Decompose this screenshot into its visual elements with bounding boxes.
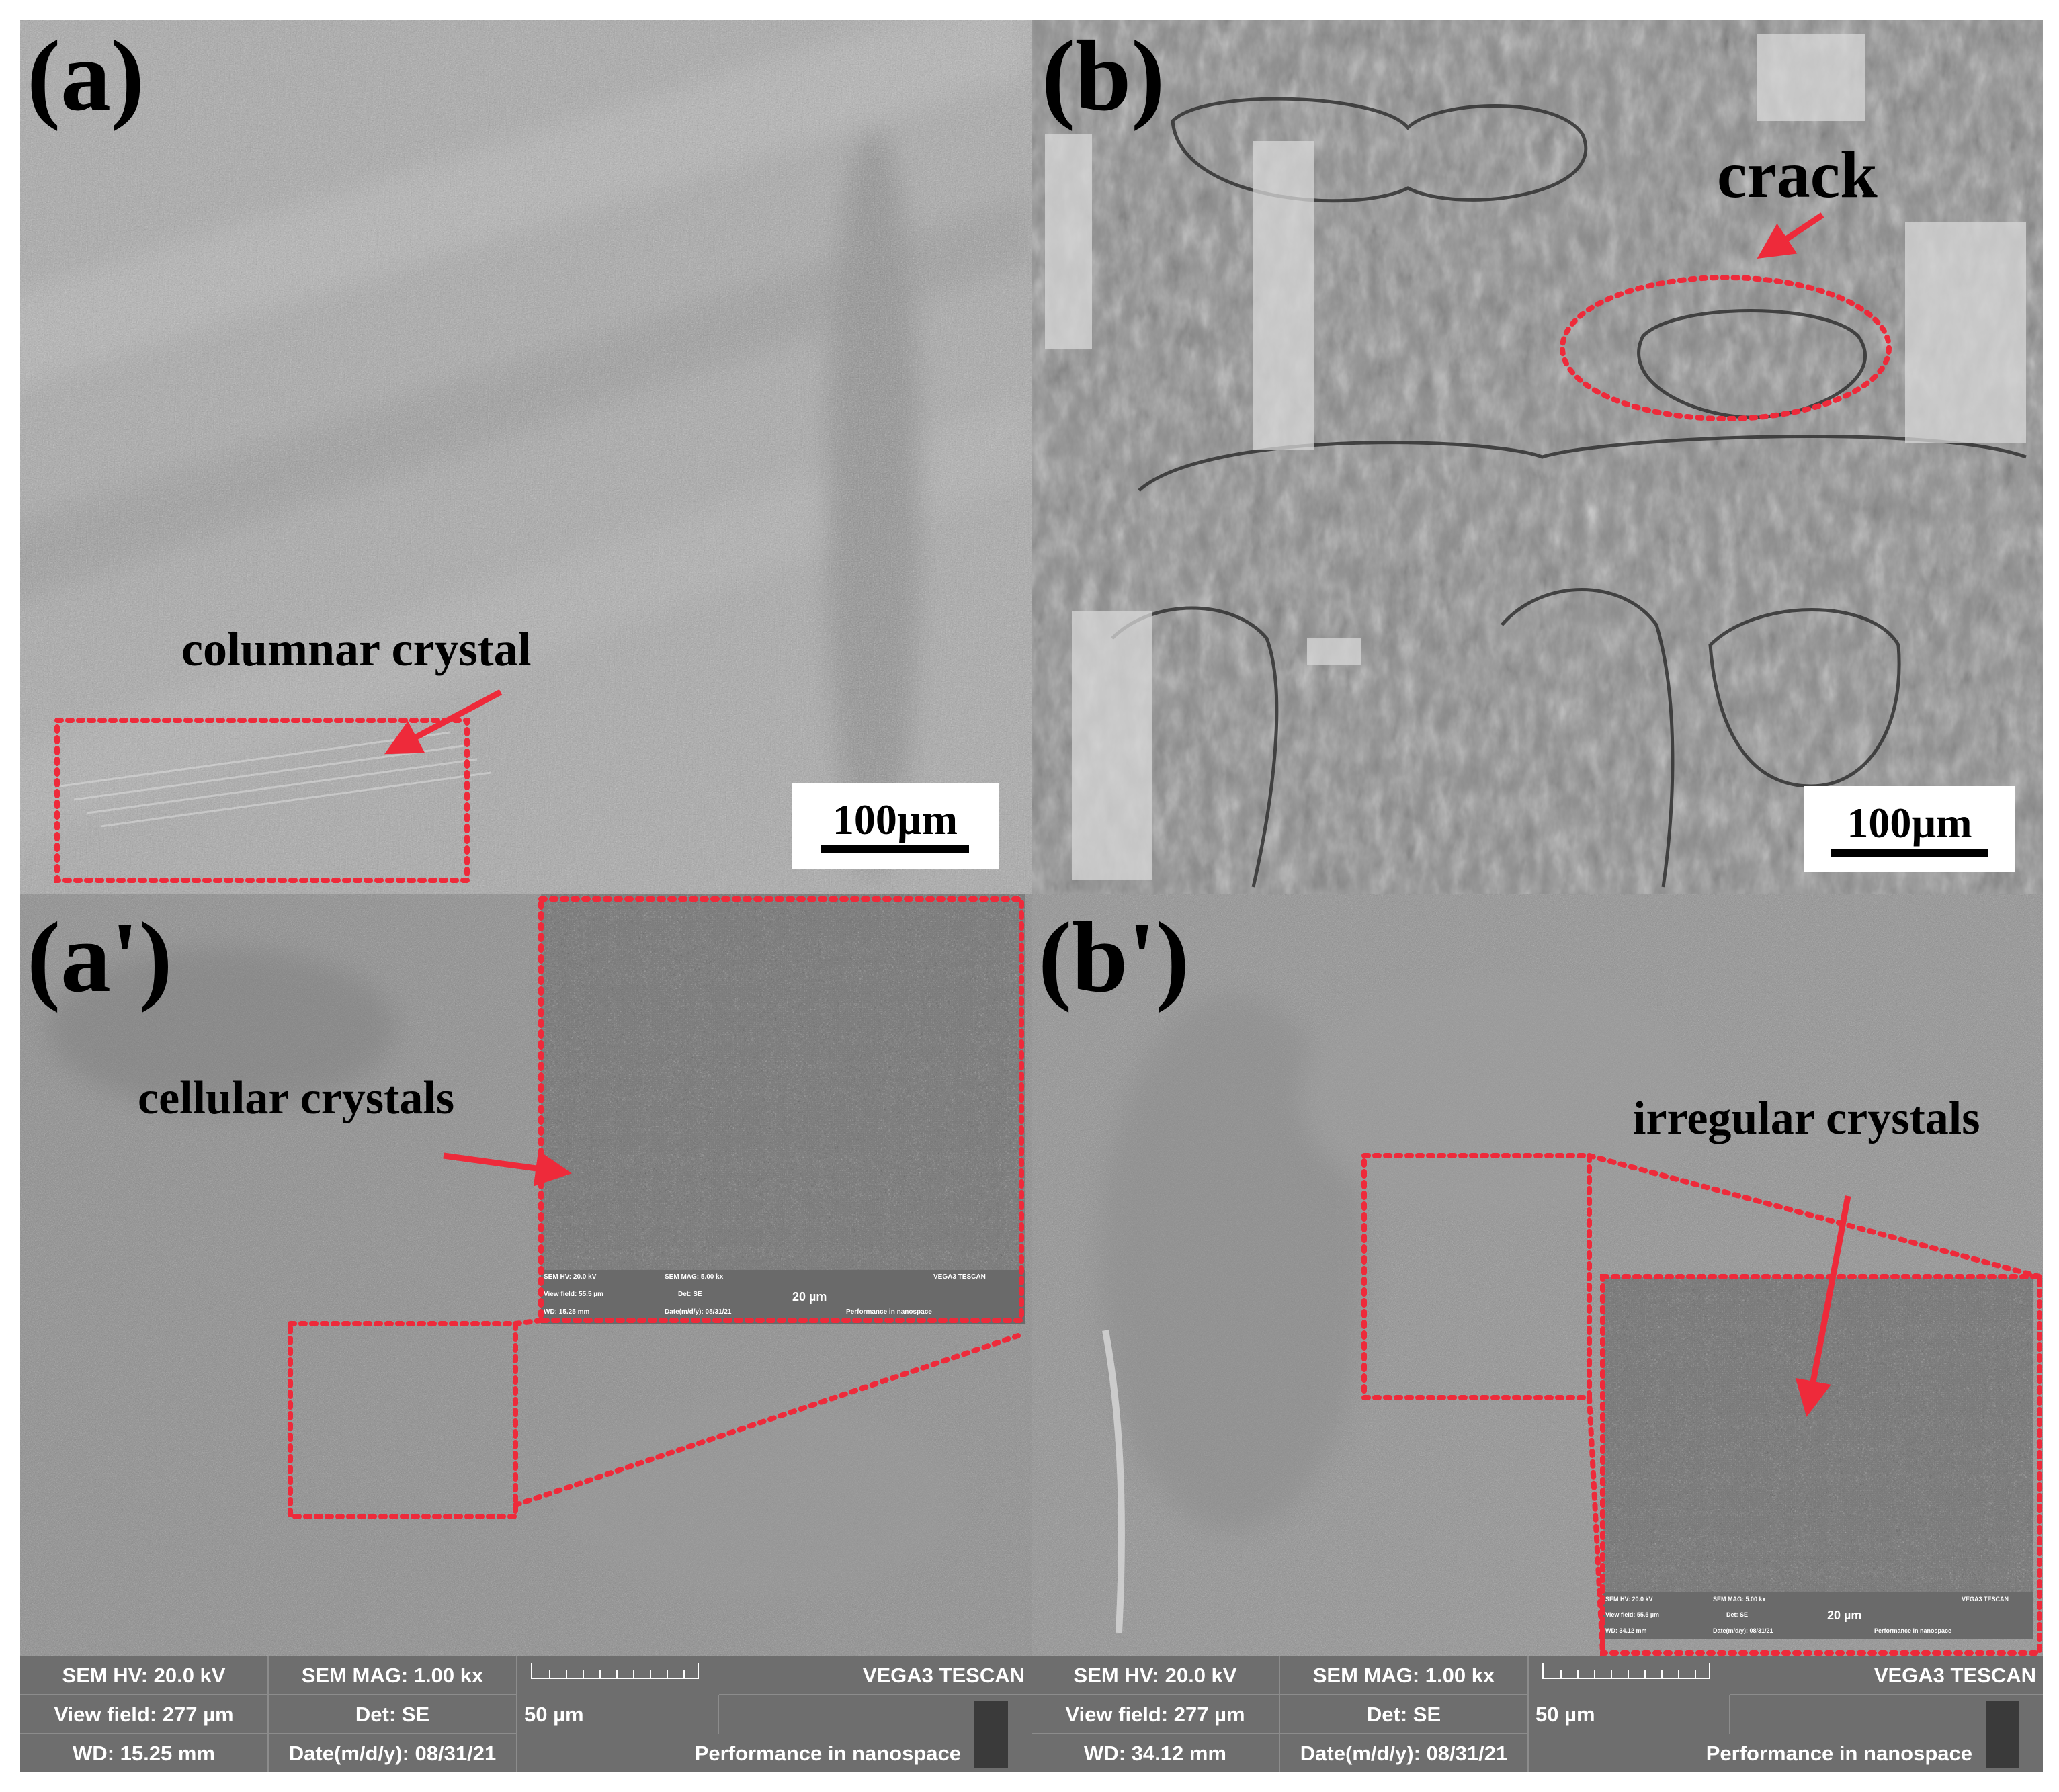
sem-ruler: [1542, 1663, 1710, 1679]
inset-det: Det: SE: [678, 1291, 702, 1298]
sem-det: Det: SE: [269, 1695, 517, 1734]
panel-a-scale-bar: 100µm: [792, 783, 999, 869]
sem-scale: 50 µm: [1529, 1695, 1730, 1734]
panel-b-label: (b): [1042, 20, 1165, 132]
panel-b-scale-bar: 100µm: [1804, 786, 2015, 872]
sem-scale: 50 µm: [517, 1695, 719, 1734]
sem-hv: SEM HV: 20.0 kV: [1032, 1656, 1280, 1695]
sem-brand: VEGA3 TESCAN: [719, 1656, 1032, 1695]
sem-hv: SEM HV: 20.0 kV: [20, 1656, 269, 1695]
sem-mag: SEM MAG: 1.00 kx: [269, 1656, 517, 1695]
panel-b-prime-inset: SEM HV: 20.0 kV SEM MAG: 5.00 kx VEGA3 T…: [1603, 1277, 2033, 1639]
inset-mag: SEM MAG: 5.00 kx: [1713, 1596, 1766, 1603]
panel-a-prime-sem-info-bar: SEM HV: 20.0 kV SEM MAG: 1.00 kx VEGA3 T…: [20, 1656, 1032, 1772]
panel-b-prime-inset-texture: [1603, 1277, 2033, 1639]
panel-a: (a) columnar crystal 100µm: [20, 20, 1032, 894]
panel-a-prime-inset-info: SEM HV: 20.0 kV SEM MAG: 5.00 kx VEGA3 T…: [541, 1270, 1025, 1324]
panel-b-sem-texture: [1032, 20, 2043, 894]
tescan-logo-icon: [1986, 1701, 2019, 1768]
sem-brand: VEGA3 TESCAN: [1730, 1656, 2043, 1695]
panel-a-prime-inset-texture: [541, 894, 1025, 1324]
panel-b-prime-inset-info: SEM HV: 20.0 kV SEM MAG: 5.00 kx VEGA3 T…: [1603, 1592, 2033, 1639]
sem-tagline: Performance in nanospace: [1706, 1742, 1972, 1765]
sem-date: Date(m/d/y): 08/31/21: [269, 1734, 517, 1772]
inset-hv: SEM HV: 20.0 kV: [544, 1273, 597, 1281]
sem-wd: WD: 15.25 mm: [20, 1734, 269, 1772]
inset-wd: WD: 15.25 mm: [544, 1308, 590, 1316]
crack-label: crack: [1717, 137, 1878, 212]
inset-view-field: View field: 55.5 µm: [544, 1291, 603, 1298]
inset-scale: 20 µm: [792, 1290, 827, 1304]
cellular-crystals-label: cellular crystals: [138, 1072, 455, 1124]
inset-scale: 20 µm: [1827, 1609, 1862, 1622]
panel-a-sem-texture: [20, 20, 1032, 894]
panel-a-prime: (a') cellular crystals SEM HV: 20.0 kV S…: [20, 894, 1032, 1772]
tescan-logo-icon: [974, 1701, 1008, 1768]
irregular-crystals-label: irregular crystals: [1633, 1093, 1980, 1144]
inset-mag: SEM MAG: 5.00 kx: [665, 1273, 724, 1281]
inset-det: Det: SE: [1726, 1611, 1749, 1618]
sem-date: Date(m/d/y): 08/31/21: [1280, 1734, 1529, 1772]
inset-brand: VEGA3 TESCAN: [933, 1273, 986, 1281]
panel-a-prime-label: (a'): [27, 902, 173, 1013]
panel-a-scale-text: 100µm: [832, 796, 958, 843]
inset-tagline: Performance in nanospace: [1874, 1627, 1952, 1634]
panel-b: (b) crack 100µm: [1032, 20, 2043, 894]
inset-tagline: Performance in nanospace: [846, 1308, 932, 1316]
inset-hv: SEM HV: 20.0 kV: [1605, 1596, 1653, 1603]
inset-date: Date(m/d/y): 08/31/21: [665, 1308, 732, 1316]
panel-b-prime: (b') irregular crystals SEM HV: 20.0 kV …: [1032, 894, 2043, 1772]
sem-det: Det: SE: [1280, 1695, 1529, 1734]
sem-ruler: [531, 1663, 699, 1679]
sem-mag: SEM MAG: 1.00 kx: [1280, 1656, 1529, 1695]
panel-a-scale-line: [821, 845, 969, 853]
panel-b-prime-label: (b'): [1038, 902, 1189, 1013]
sem-view-field: View field: 277 µm: [1032, 1695, 1280, 1734]
panel-b-scale-line: [1831, 849, 1988, 857]
panel-b-prime-sem-info-bar: SEM HV: 20.0 kV SEM MAG: 1.00 kx VEGA3 T…: [1032, 1656, 2043, 1772]
sem-tagline: Performance in nanospace: [694, 1742, 961, 1765]
columnar-crystal-label: columnar crystal: [181, 622, 532, 676]
sem-view-field: View field: 277 µm: [20, 1695, 269, 1734]
inset-view-field: View field: 55.5 µm: [1605, 1611, 1660, 1618]
panel-b-scale-text: 100µm: [1847, 799, 1972, 847]
inset-wd: WD: 34.12 mm: [1605, 1627, 1647, 1634]
inset-brand: VEGA3 TESCAN: [1962, 1596, 2009, 1603]
panel-a-label: (a): [27, 20, 144, 132]
inset-date: Date(m/d/y): 08/31/21: [1713, 1627, 1773, 1634]
panel-a-prime-inset: SEM HV: 20.0 kV SEM MAG: 5.00 kx VEGA3 T…: [541, 894, 1025, 1324]
sem-wd: WD: 34.12 mm: [1032, 1734, 1280, 1772]
